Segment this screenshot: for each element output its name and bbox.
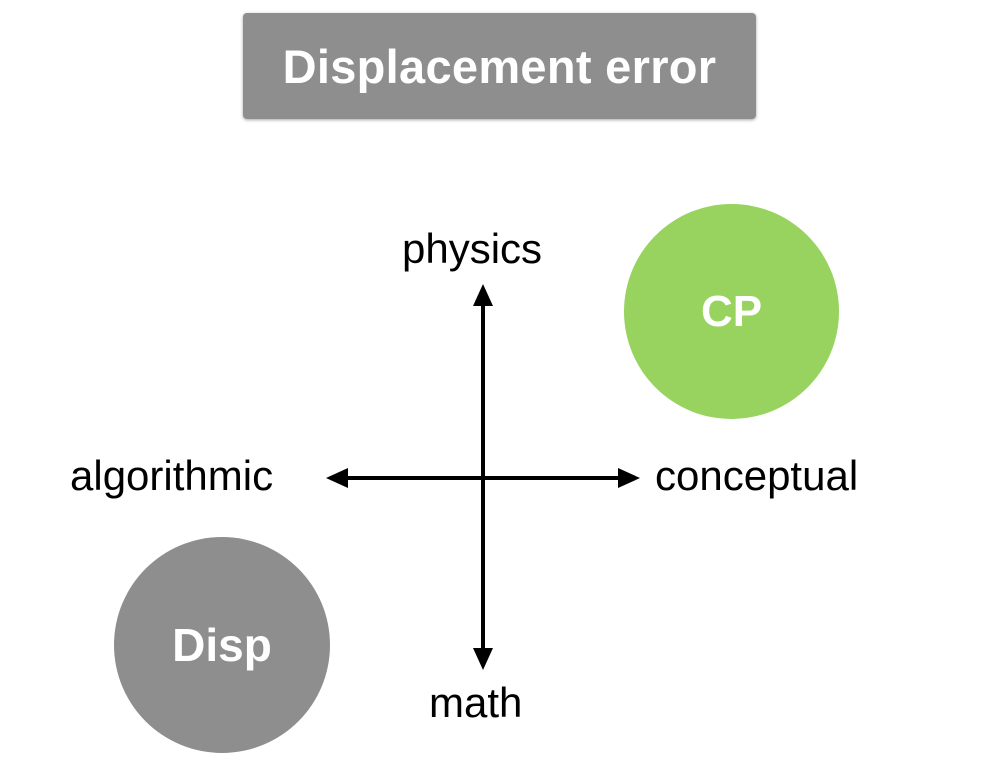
arrowhead-left	[326, 468, 348, 488]
title-box: Displacement error	[243, 13, 756, 119]
axis-label-math: math	[429, 679, 523, 726]
cp-node-label: CP	[700, 286, 763, 336]
arrowhead-down	[473, 648, 493, 670]
disp-node-label: Disp	[172, 619, 272, 671]
axis-label-physics: physics	[402, 225, 543, 272]
disp-node: Disp	[114, 537, 330, 753]
cp-node: CP	[624, 204, 839, 419]
axis-label-algorithmic: algorithmic	[70, 452, 274, 499]
diagram-title: Displacement error	[282, 39, 717, 93]
arrowhead-right	[618, 468, 640, 488]
arrowhead-up	[473, 284, 493, 306]
axis-label-conceptual: conceptual	[655, 452, 859, 499]
